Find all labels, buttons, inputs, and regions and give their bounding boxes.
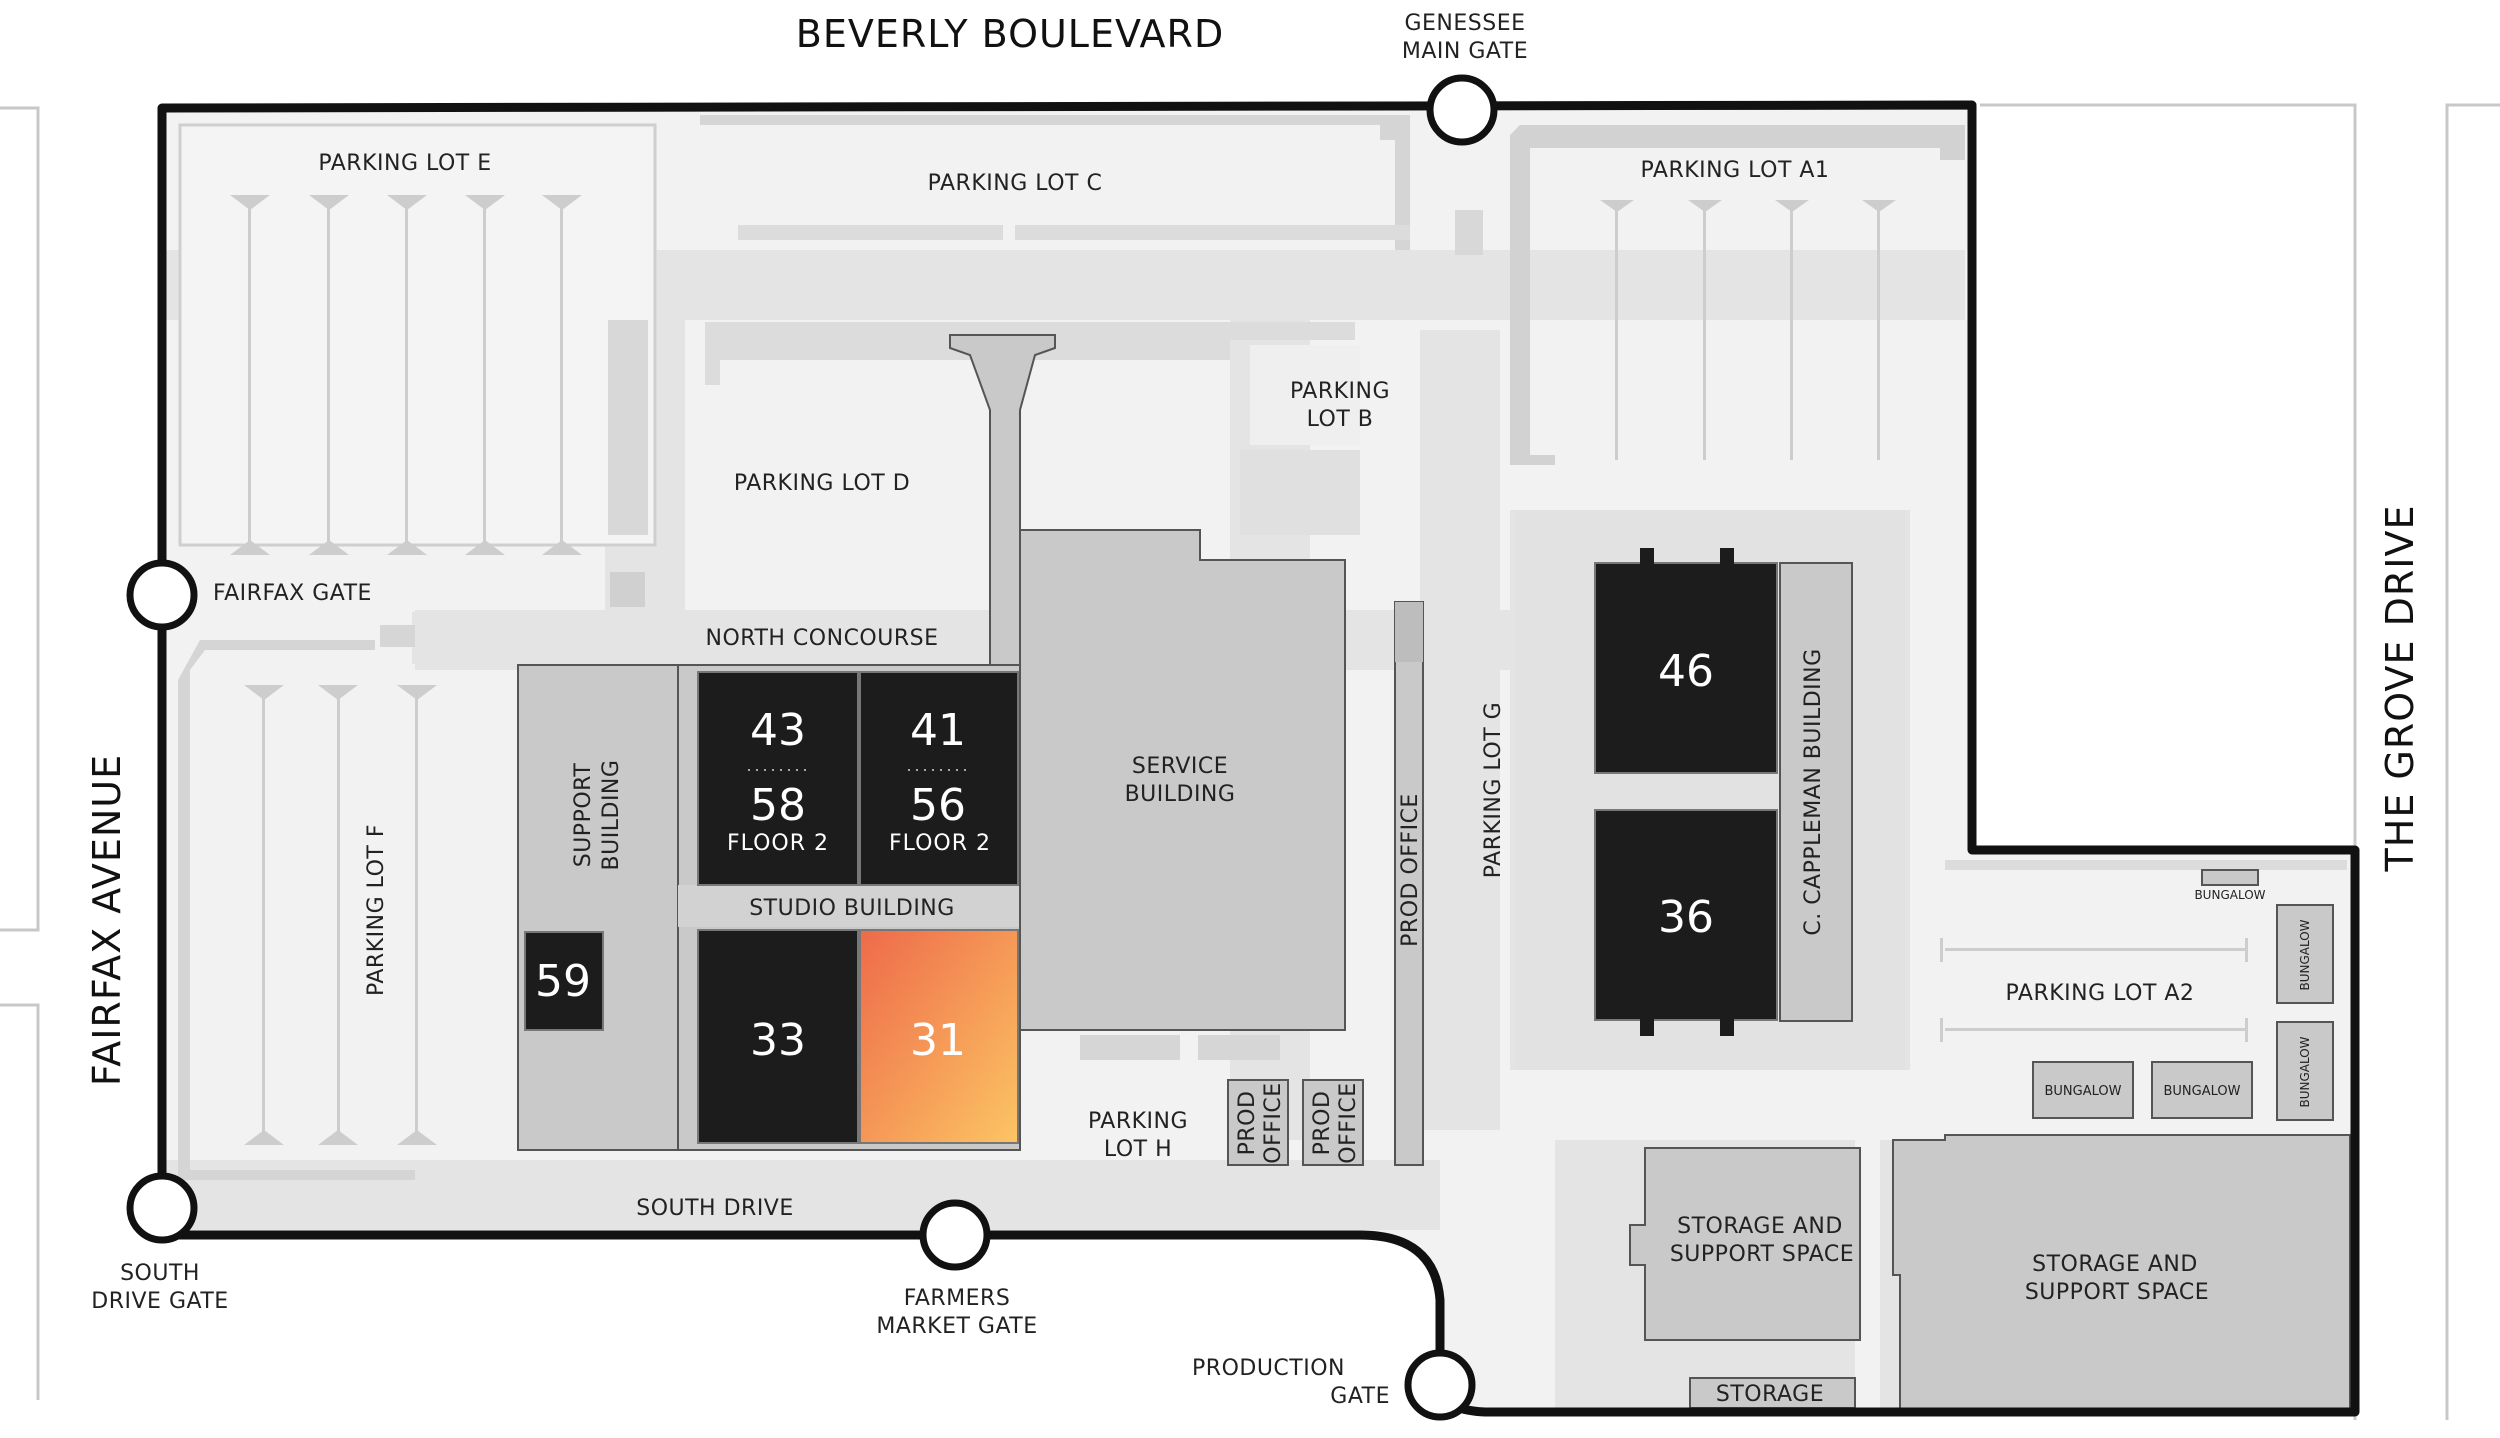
service-building-line2: BUILDING — [1125, 782, 1236, 807]
farmers-market-gate-icon[interactable] — [919, 1199, 991, 1271]
support-building-line2: BUILDING — [599, 760, 624, 871]
stage-36-number: 36 — [1658, 892, 1714, 943]
lot-h-line1: PARKING — [1088, 1109, 1188, 1134]
parking-lot-c-area — [700, 115, 1483, 255]
service-annex-2 — [1198, 1035, 1280, 1060]
gate-fairfax-label: FAIRFAX GATE — [213, 581, 372, 606]
stage-58-number: 58 — [750, 780, 806, 831]
street-fairfax: FAIRFAX AVENUE — [85, 754, 129, 1086]
gate-farmers-line2: MARKET GATE — [876, 1314, 1037, 1339]
stage-31-number: 31 — [910, 1015, 966, 1066]
lot-b-line1: PARKING — [1290, 379, 1390, 404]
south-drive-gate-icon[interactable] — [126, 1172, 198, 1244]
lot-a1-label: PARKING LOT A1 — [1641, 158, 1830, 183]
lot-boundary — [157, 100, 2360, 1417]
genessee-gate-icon[interactable] — [1426, 74, 1498, 146]
storage-support-2-line2: SUPPORT SPACE — [2025, 1280, 2209, 1305]
lot-a2-label: PARKING LOT A2 — [2006, 981, 2195, 1006]
stage-56-number: 56 — [910, 780, 966, 831]
stage-36[interactable] — [1594, 809, 1778, 1021]
studio-building-label: STUDIO BUILDING — [749, 896, 955, 921]
prod-office-a-line2: OFFICE — [1261, 1082, 1286, 1163]
stage-59[interactable] — [524, 931, 604, 1031]
stage-46-36-doors — [1640, 548, 1734, 1036]
stage-31-highlighted[interactable] — [859, 929, 1019, 1144]
gate-production-line2: GATE — [1330, 1384, 1390, 1409]
stage-43-58[interactable] — [697, 671, 859, 886]
lot-b-block — [1240, 450, 1360, 535]
neighbour-parcels — [0, 103, 2500, 1420]
prod-office-long-cap — [1395, 602, 1423, 662]
gate-south-line1: SOUTH — [120, 1261, 200, 1286]
street-beverly: BEVERLY BOULEVARD — [796, 12, 1224, 56]
bungalow-h2-label: BUNGALOW — [2164, 1084, 2241, 1099]
studio-building-band — [678, 885, 1020, 927]
prod-office-b — [1302, 1079, 1364, 1166]
bungalow-vertical-1 — [2276, 904, 2334, 1004]
prod-office-b-line1: PROD — [1310, 1091, 1335, 1156]
storage-label: STORAGE — [1716, 1382, 1824, 1407]
stage-56-floor: FLOOR 2 — [889, 831, 991, 856]
stage-46-number: 46 — [1658, 646, 1714, 697]
fairfax-gate-icon[interactable] — [126, 559, 198, 631]
gate-farmers-line1: FARMERS — [904, 1286, 1011, 1311]
lot-e-label: PARKING LOT E — [318, 151, 491, 176]
lot-c-label: PARKING LOT C — [928, 171, 1103, 196]
storage-support-1-line1: STORAGE AND — [1677, 1214, 1843, 1239]
support-building-line1: SUPPORT — [571, 763, 596, 868]
prod-office-long-label: PROD OFFICE — [1398, 793, 1423, 947]
prod-office-a — [1227, 1079, 1289, 1166]
lot-g-label: PARKING LOT G — [1481, 702, 1506, 878]
bungalow-v1-label: BUNGALOW — [2298, 919, 2312, 990]
street-grove: THE GROVE DRIVE — [2378, 505, 2422, 873]
prod-office-b-line2: OFFICE — [1336, 1082, 1361, 1163]
gate-production-line1: PRODUCTION — [1192, 1356, 1345, 1381]
cappleman-label: C. CAPPLEMAN BUILDING — [1801, 648, 1826, 935]
service-annex-1 — [1080, 1035, 1180, 1060]
service-building — [1019, 529, 1346, 1031]
stage-43-number: 43 — [750, 705, 806, 756]
lot-b-line2: LOT B — [1307, 407, 1374, 432]
lot-f-label: PARKING LOT F — [364, 824, 389, 996]
stage-33-number: 33 — [750, 1015, 806, 1066]
stage-33[interactable] — [697, 929, 859, 1144]
lot-h-line2: LOT H — [1104, 1137, 1172, 1162]
stage-58-floor: FLOOR 2 — [727, 831, 829, 856]
storage-support-2-line1: STORAGE AND — [2032, 1252, 2198, 1277]
stage-46[interactable] — [1594, 562, 1778, 774]
parking-lot-e-area — [178, 123, 657, 555]
gate-genessee-line1: GENESSEE — [1404, 11, 1525, 36]
lot-d-label: PARKING LOT D — [734, 471, 910, 496]
parking-lot-f-area — [178, 640, 437, 1180]
bungalow-h1-label: BUNGALOW — [2045, 1084, 2122, 1099]
gate-south-line2: DRIVE GATE — [91, 1289, 228, 1314]
storage-support-1-line2: SUPPORT SPACE — [1670, 1242, 1854, 1267]
service-building-line1: SERVICE — [1132, 754, 1228, 779]
parking-lot-a1-area — [1510, 125, 1965, 465]
cappleman-building — [1779, 562, 1853, 1022]
bungalow-top — [2201, 869, 2259, 886]
gate-genessee-line2: MAIN GATE — [1402, 39, 1528, 64]
bungalow-v2-label: BUNGALOW — [2298, 1036, 2312, 1107]
storage-building — [1689, 1377, 1856, 1409]
bungalow-horizontal-1 — [2032, 1061, 2134, 1119]
parking-lot-a2-area — [1940, 860, 2347, 1042]
storage-support-1 — [1629, 1147, 1861, 1341]
stage-59-number: 59 — [535, 956, 591, 1007]
bungalow-horizontal-2 — [2151, 1061, 2253, 1119]
prod-office-long — [1394, 601, 1424, 1166]
support-building — [517, 664, 679, 1151]
south-drive-label: SOUTH DRIVE — [636, 1196, 794, 1221]
bungalow-top-label: BUNGALOW — [2194, 888, 2265, 902]
parking-lot-b-area — [1250, 345, 1360, 445]
production-gate-icon[interactable] — [1404, 1349, 1476, 1421]
prod-office-a-line1: PROD — [1235, 1091, 1260, 1156]
stage-41-56[interactable] — [859, 671, 1019, 886]
north-concourse-label: NORTH CONCOURSE — [706, 626, 939, 651]
bungalow-vertical-2 — [2276, 1021, 2334, 1121]
stage-41-number: 41 — [910, 705, 966, 756]
